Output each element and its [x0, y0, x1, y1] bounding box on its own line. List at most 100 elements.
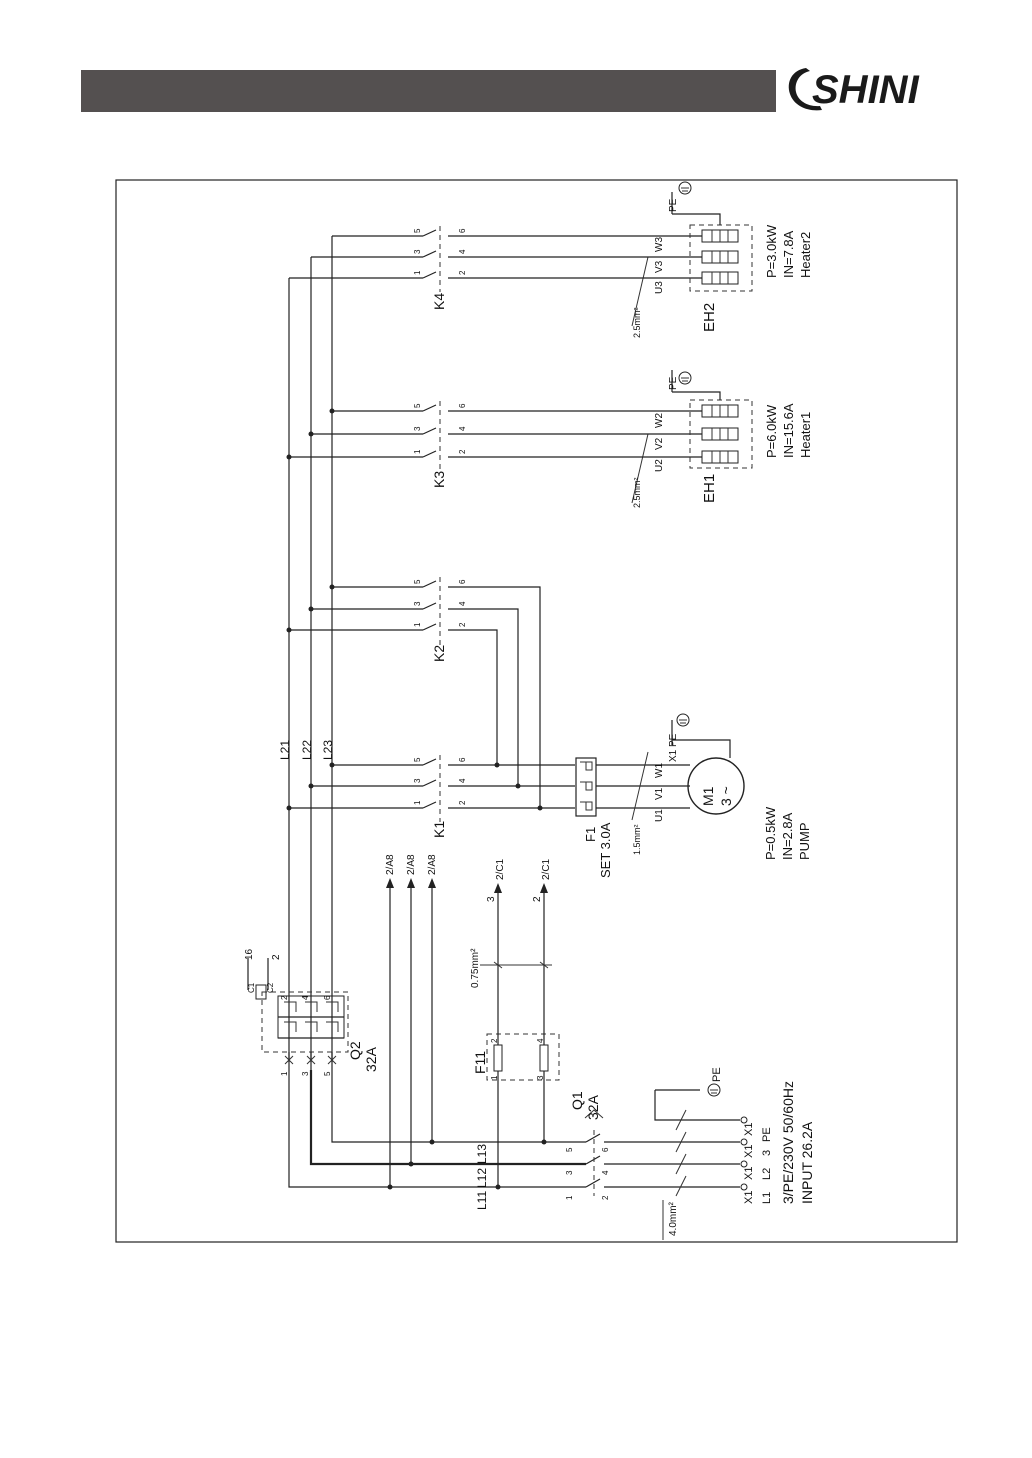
svg-text:2/A8: 2/A8 — [385, 854, 396, 875]
svg-text:PUMP: PUMP — [797, 822, 812, 860]
fuse-f11: 1 2 3 4 F11 3 2 2/C1 2/C1 0.75mm² — [470, 858, 560, 1187]
svg-text:2.5mm²: 2.5mm² — [632, 307, 642, 338]
svg-text:L1: L1 — [761, 1192, 773, 1204]
label-f11: F11 — [472, 1051, 488, 1074]
svg-text:PE: PE — [668, 198, 679, 212]
svg-text:5: 5 — [565, 1147, 574, 1152]
svg-text:6: 6 — [323, 995, 332, 1000]
svg-text:2: 2 — [458, 270, 467, 275]
svg-text:4: 4 — [458, 778, 467, 783]
svg-text:PE: PE — [761, 1127, 773, 1142]
svg-text:2: 2 — [601, 1195, 610, 1200]
svg-text:IN=7.8A: IN=7.8A — [781, 230, 796, 278]
svg-text:L2: L2 — [761, 1168, 773, 1180]
svg-text:U1: U1 — [654, 809, 665, 822]
svg-text:L11: L11 — [475, 1191, 489, 1210]
svg-text:2: 2 — [458, 622, 467, 627]
svg-text:3: 3 — [413, 601, 422, 606]
svg-text:X1: X1 — [743, 1123, 755, 1136]
svg-text:5: 5 — [413, 228, 422, 233]
svg-text:X1: X1 — [743, 1145, 755, 1158]
svg-text:1: 1 — [413, 449, 422, 454]
svg-text:3: 3 — [413, 778, 422, 783]
label-k3: K3 — [431, 471, 447, 488]
shini-logo: SHINI — [784, 60, 954, 118]
svg-text:V3: V3 — [654, 260, 665, 273]
contactor-k3: 5 3 1 6 4 2 K3 — [413, 401, 640, 488]
breaker-q2: 1 2 3 4 5 6 Q2 32A C1 C2 16 2 — [244, 948, 379, 1076]
svg-text:Heater2: Heater2 — [798, 232, 813, 278]
heater-eh2: 2.5mm² U3 V3 W3 PE EH2 P=3.0kW IN=7.8A H… — [631, 181, 813, 338]
svg-text:2: 2 — [532, 896, 543, 902]
svg-text:W3: W3 — [654, 237, 665, 252]
svg-text:6: 6 — [458, 403, 467, 408]
motor-m1: 1.5mm² U1 V1 W1 X1 PE M1 3 ~ P=0.5kW IN=… — [631, 713, 812, 860]
svg-text:3: 3 — [486, 896, 497, 902]
svg-text:X1 PE: X1 PE — [668, 733, 679, 762]
svg-text:3: 3 — [413, 249, 422, 254]
contactor-k2: 5 3 1 6 4 2 K2 — [413, 577, 541, 808]
svg-text:2.5mm²: 2.5mm² — [632, 477, 642, 508]
svg-text:L12: L12 — [475, 1168, 489, 1188]
svg-text:W2: W2 — [654, 413, 665, 428]
svg-text:2/A8: 2/A8 — [406, 854, 417, 875]
label-m1: M1 — [700, 786, 716, 806]
svg-text:4: 4 — [458, 249, 467, 254]
label-l22: L22 — [300, 740, 314, 760]
contactor-k4: 5 3 1 6 4 2 K4 — [413, 226, 640, 310]
outputs-2a8: 2/A8 2/A8 2/A8 — [385, 854, 438, 1187]
label-eh1: EH1 — [701, 474, 718, 503]
label-eh2: EH2 — [701, 303, 718, 332]
svg-text:2: 2 — [458, 449, 467, 454]
label-f1: F1 — [583, 827, 598, 842]
svg-text:3: 3 — [565, 1170, 574, 1175]
svg-text:1: 1 — [280, 1071, 289, 1076]
svg-text:P=0.5kW: P=0.5kW — [763, 806, 778, 860]
label-k2: K2 — [431, 645, 447, 662]
svg-text:6: 6 — [601, 1147, 610, 1152]
svg-text:V2: V2 — [654, 437, 665, 450]
svg-text:Heater1: Heater1 — [798, 412, 813, 458]
main-switch-q1: 1 2 3 4 5 6 Q1 32A L11 L12 L13 — [288, 1070, 740, 1210]
svg-text:4: 4 — [458, 601, 467, 606]
input-terminals: PE X1 X1 X1 X1 L1 L2 3 PE 3/PE/230V 50/6… — [654, 1067, 815, 1240]
label-q2: Q2 — [347, 1041, 363, 1060]
overload-relay-f1: F1 SET 3.0A — [575, 757, 690, 878]
svg-text:W1: W1 — [654, 763, 665, 778]
svg-text:X1: X1 — [743, 1167, 755, 1180]
contactor-k1: 5 3 1 6 4 2 K1 — [413, 755, 575, 838]
svg-text:3 ~: 3 ~ — [718, 786, 734, 806]
svg-text:1.5mm²: 1.5mm² — [632, 824, 642, 855]
svg-text:2/C1: 2/C1 — [495, 858, 506, 880]
svg-text:PE: PE — [668, 376, 679, 390]
svg-text:P=3.0kW: P=3.0kW — [764, 224, 779, 278]
svg-text:U2: U2 — [654, 459, 665, 472]
label-l23: L23 — [321, 740, 335, 760]
svg-text:C2: C2 — [266, 982, 275, 993]
svg-text:6: 6 — [458, 757, 467, 762]
heater-eh1: 2.5mm² U2 V2 W2 PE EH1 P=6.0kW IN=15.6A … — [631, 370, 813, 508]
svg-text:U3: U3 — [654, 281, 665, 294]
svg-text:3: 3 — [301, 1071, 310, 1076]
svg-text:X1: X1 — [743, 1191, 755, 1204]
svg-text:4: 4 — [458, 426, 467, 431]
svg-text:1: 1 — [413, 800, 422, 805]
svg-text:3: 3 — [536, 1075, 545, 1080]
svg-text:4: 4 — [601, 1170, 610, 1175]
svg-text:5: 5 — [413, 579, 422, 584]
logo-text: SHINI — [812, 68, 920, 112]
svg-text:4: 4 — [301, 995, 310, 1000]
input-current: INPUT 26.2A — [799, 1121, 815, 1204]
svg-text:PE: PE — [711, 1067, 723, 1082]
svg-text:1: 1 — [413, 622, 422, 627]
svg-text:2: 2 — [458, 800, 467, 805]
svg-text:2: 2 — [280, 995, 289, 1000]
svg-text:6: 6 — [458, 228, 467, 233]
f1-setting: SET 3.0A — [598, 822, 613, 878]
label-q1: Q1 — [569, 1091, 585, 1110]
label-k1: K1 — [431, 821, 447, 838]
label-k4: K4 — [431, 293, 447, 310]
svg-text:32A: 32A — [585, 1094, 601, 1120]
svg-text:P=6.0kW: P=6.0kW — [764, 404, 779, 458]
